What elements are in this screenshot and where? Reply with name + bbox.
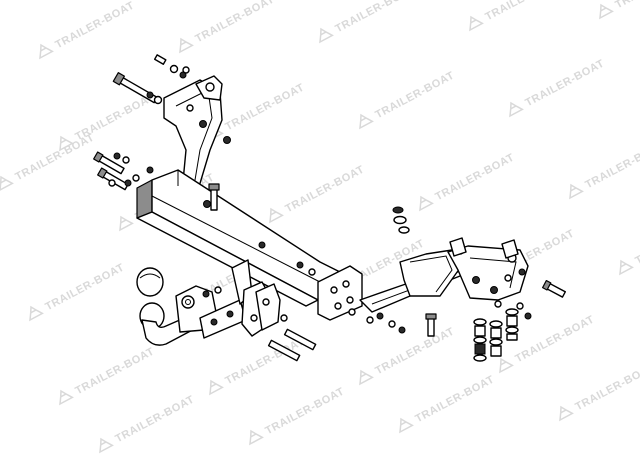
watermark-mark: TRAILER-BOAT [0, 131, 96, 192]
boat-logo-icon [209, 379, 224, 396]
left-upper-bracket [112, 54, 231, 193]
watermark-mark: TRAILER-BOAT [559, 361, 640, 422]
watermark-text: TRAILER-BOAT [73, 345, 156, 397]
boat-logo-icon [59, 389, 74, 406]
watermark-mark: TRAILER-BOAT [469, 0, 566, 32]
watermark-mark: TRAILER-BOAT [599, 0, 640, 20]
bolt-right [541, 279, 567, 298]
watermark-text: TRAILER-BOAT [583, 139, 640, 191]
watermark-mark: TRAILER-BOAT [179, 0, 276, 54]
hitch-tongue [175, 259, 281, 339]
watermark-mark: TRAILER-BOAT [419, 151, 516, 212]
watermark-mark: TRAILER-BOAT [319, 0, 416, 44]
fasteners-right-edge [494, 300, 532, 320]
boat-logo-icon [0, 175, 14, 192]
watermark-text: TRAILER-BOAT [223, 335, 306, 387]
watermark-text: TRAILER-BOAT [333, 0, 416, 35]
bolt-stack-lower-3 [505, 308, 519, 341]
watermark-text: TRAILER-BOAT [373, 325, 456, 377]
watermark-text: TRAILER-BOAT [43, 261, 126, 313]
right-bracket-assembly [348, 206, 529, 334]
boat-logo-icon [179, 37, 194, 54]
watermark-text: TRAILER-BOAT [433, 151, 516, 203]
watermark-text: TRAILER-BOAT [113, 393, 196, 445]
boat-logo-icon [569, 183, 584, 200]
watermark-mark: TRAILER-BOAT [619, 215, 640, 276]
main-crossbar [136, 169, 363, 321]
watermark-text: TRAILER-BOAT [613, 0, 640, 11]
watermark-mark: TRAILER-BOAT [359, 69, 456, 130]
watermark-mark: TRAILER-BOAT [29, 261, 126, 322]
watermark-mark: TRAILER-BOAT [269, 163, 366, 224]
watermark-text: TRAILER-BOAT [373, 69, 456, 121]
washer-stack-top [392, 206, 410, 234]
watermark-text: TRAILER-BOAT [633, 215, 640, 267]
boat-logo-icon [559, 405, 574, 422]
boat-logo-icon [269, 207, 284, 224]
loose-pins [267, 314, 317, 362]
boat-logo-icon [359, 113, 374, 130]
bolt-stack-lower-2 [489, 320, 503, 357]
watermark-text: TRAILER-BOAT [413, 373, 496, 425]
watermark-text: TRAILER-BOAT [523, 57, 606, 109]
watermark-text: TRAILER-BOAT [283, 163, 366, 215]
boat-logo-icon [319, 27, 334, 44]
watermark-mark: TRAILER-BOAT [509, 57, 606, 118]
boat-logo-icon [509, 101, 524, 118]
boat-logo-icon [399, 417, 414, 434]
boat-logo-icon [99, 437, 114, 454]
boat-logo-icon [39, 43, 54, 60]
tow-ball [136, 267, 201, 346]
boat-logo-icon [359, 369, 374, 386]
watermark-mark: TRAILER-BOAT [99, 393, 196, 454]
fastener-set-top [146, 54, 190, 105]
boat-logo-icon [599, 3, 614, 20]
watermark-text: TRAILER-BOAT [573, 361, 640, 413]
watermark-text: TRAILER-BOAT [513, 313, 596, 365]
watermark-text: TRAILER-BOAT [193, 0, 276, 45]
watermark-text: TRAILER-BOAT [223, 81, 306, 133]
boat-logo-icon [419, 195, 434, 212]
watermark-mark: TRAILER-BOAT [39, 0, 136, 60]
watermark-mark: TRAILER-BOAT [209, 335, 306, 396]
watermark-mark: TRAILER-BOAT [359, 325, 456, 386]
watermark-text: TRAILER-BOAT [53, 0, 136, 51]
boat-logo-icon [119, 215, 134, 232]
watermark-mark: TRAILER-BOAT [59, 345, 156, 406]
watermark-mark: TRAILER-BOAT [399, 373, 496, 434]
vertical-bolt-left [208, 183, 220, 211]
watermark-mark: TRAILER-BOAT [569, 139, 640, 200]
vertical-bolt-middle [425, 313, 437, 337]
boat-logo-icon [59, 135, 74, 152]
boat-logo-icon [619, 259, 634, 276]
watermark-text: TRAILER-BOAT [13, 131, 96, 183]
watermark-text: TRAILER-BOAT [483, 0, 566, 23]
watermark-mark: TRAILER-BOAT [249, 385, 346, 446]
boat-logo-icon [469, 15, 484, 32]
boat-logo-icon [249, 429, 264, 446]
boat-logo-icon [29, 305, 44, 322]
watermark-text: TRAILER-BOAT [263, 385, 346, 437]
bolt-stack-lower-1 [473, 318, 487, 362]
bolt-cluster-left [93, 151, 154, 191]
boat-logo-icon [499, 357, 514, 374]
